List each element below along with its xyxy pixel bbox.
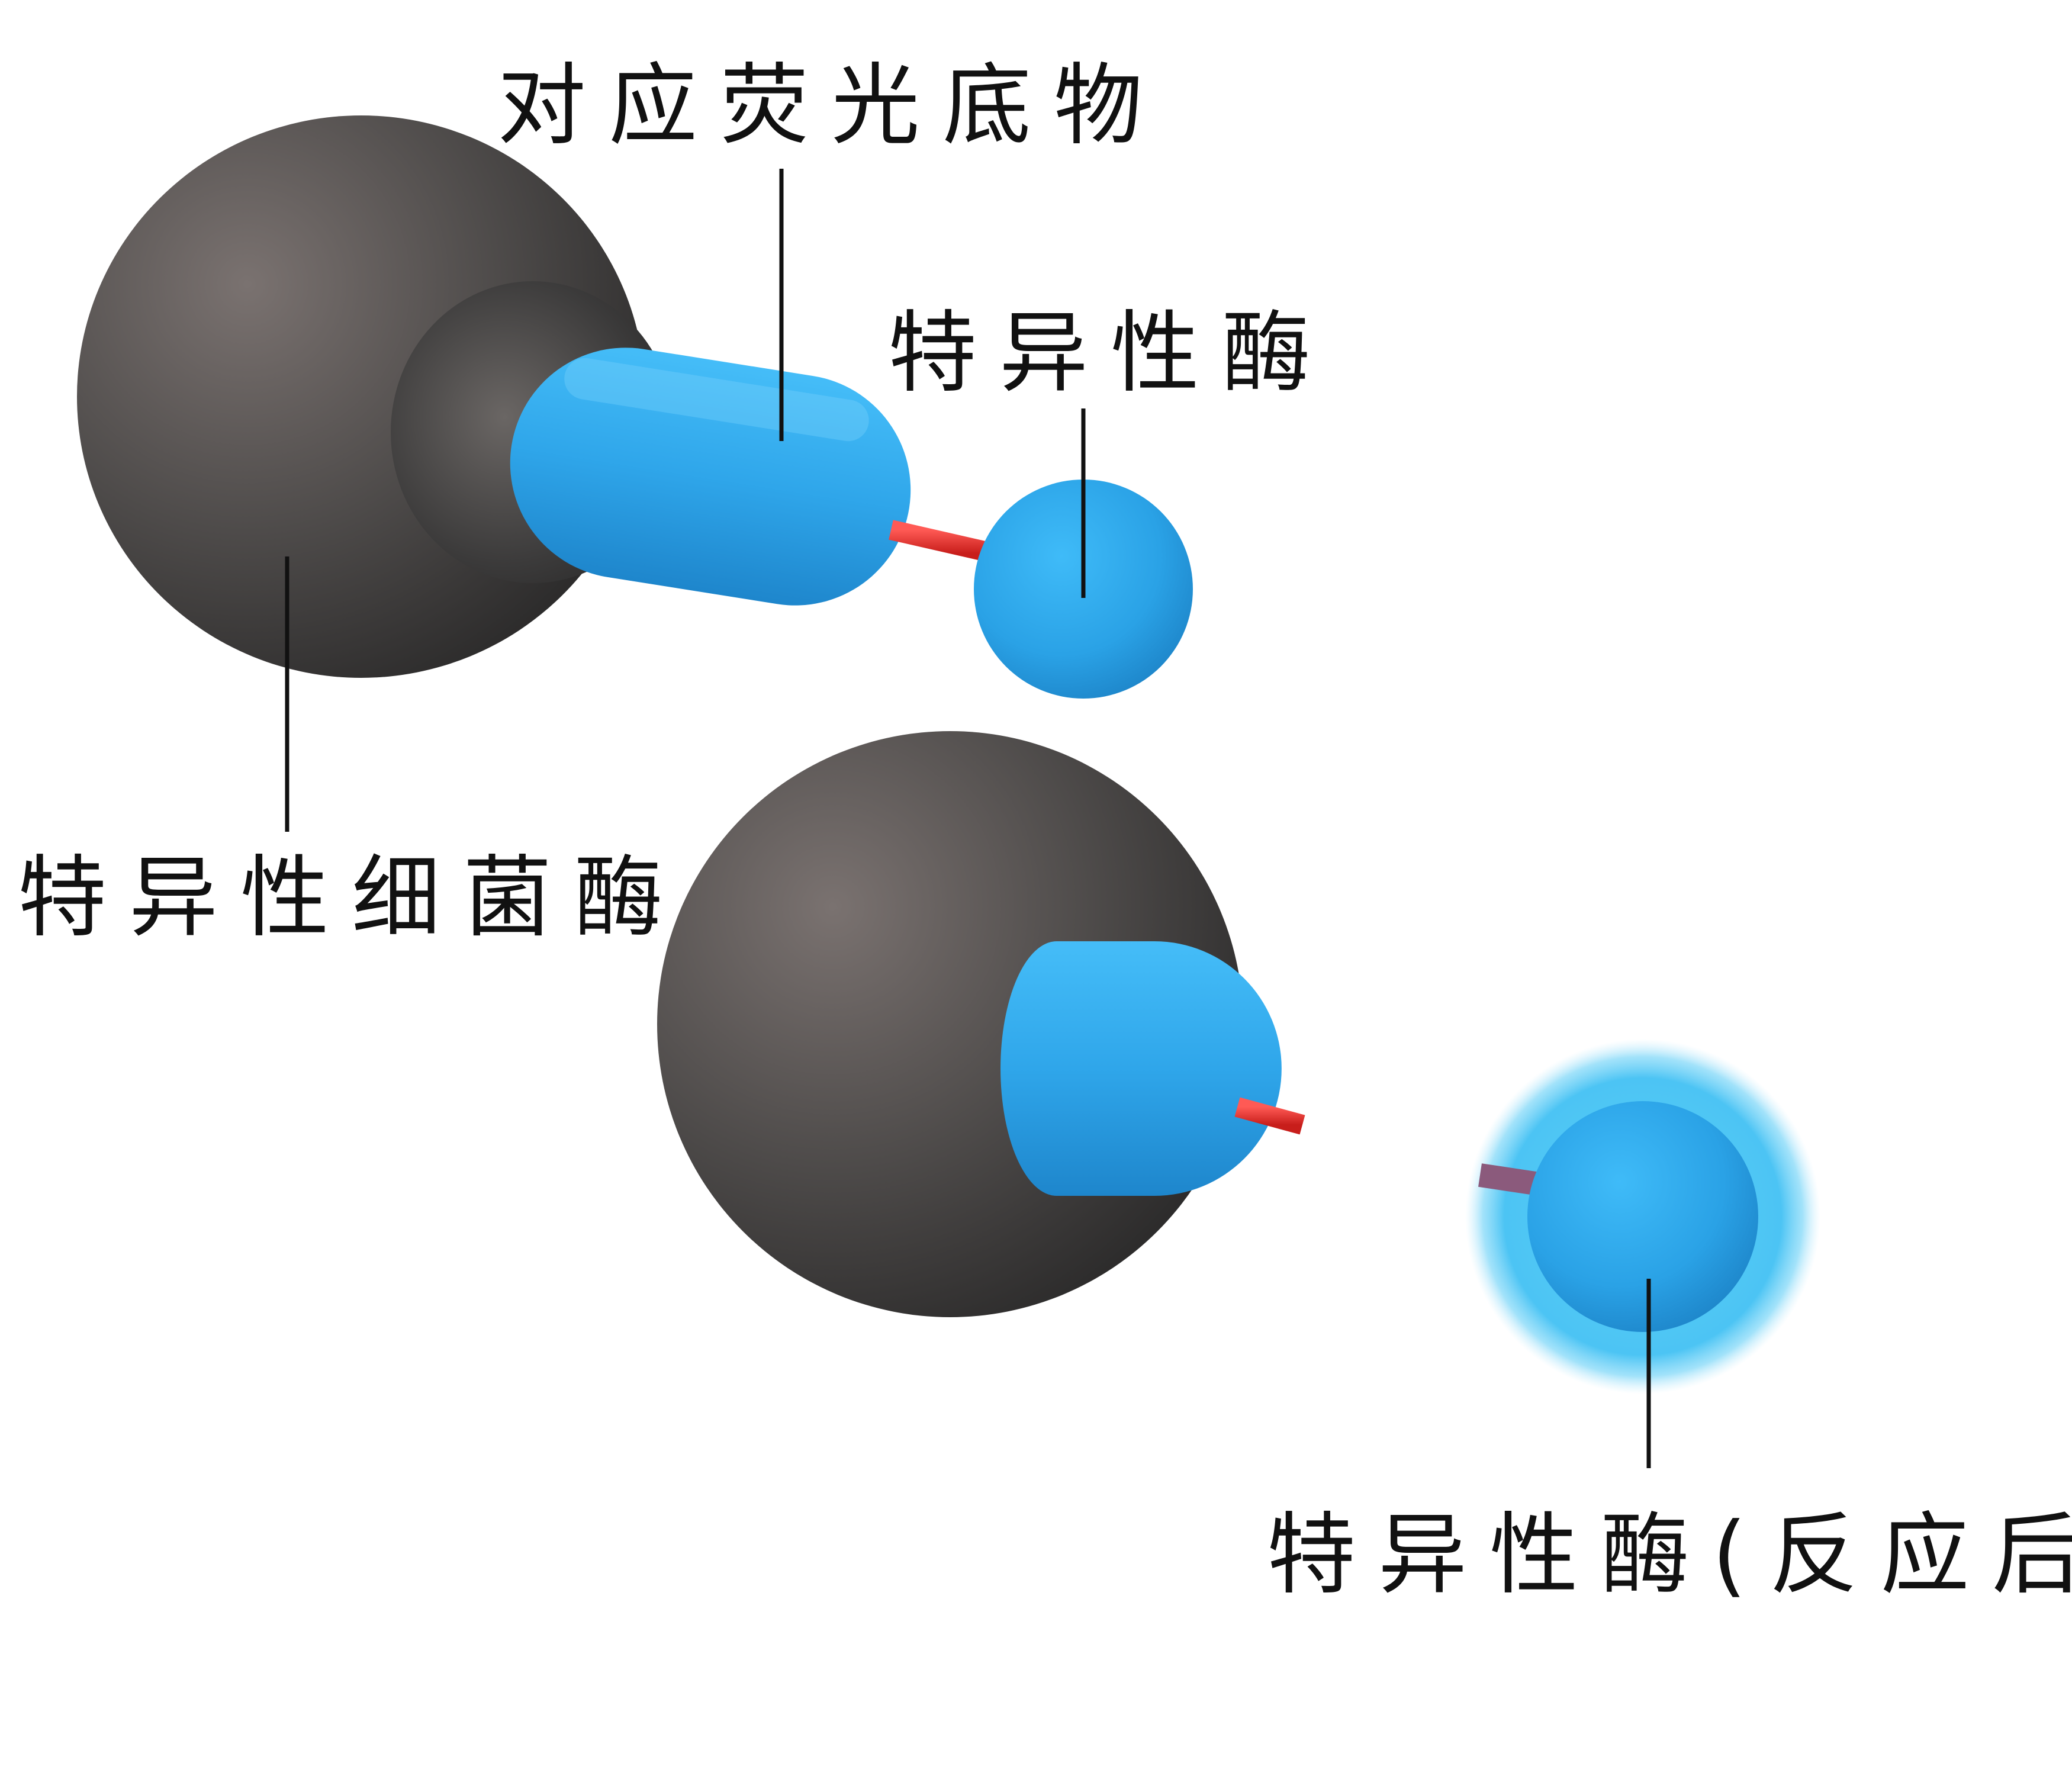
label-substrate: 对应荧光底物: [497, 54, 1165, 157]
bottom-assembly: [657, 731, 1820, 1394]
top-assembly: [77, 115, 1193, 699]
bond-red-bottom: [1234, 1097, 1305, 1135]
bond-red-after: [1478, 1163, 1541, 1196]
substrate-capsule-bound: [1000, 941, 1282, 1196]
label-enzyme-after: 特异性酶(反应后): [1267, 1504, 2072, 1607]
fluorescent-substrate-capsule: [510, 348, 911, 606]
label-specific-enzyme: 特异性酶: [888, 302, 1333, 405]
enzyme-sphere-after: [1527, 1101, 1758, 1332]
label-bacterial-enzyme: 特异性细菌酶: [18, 847, 686, 950]
bond-red-top: [889, 520, 997, 564]
